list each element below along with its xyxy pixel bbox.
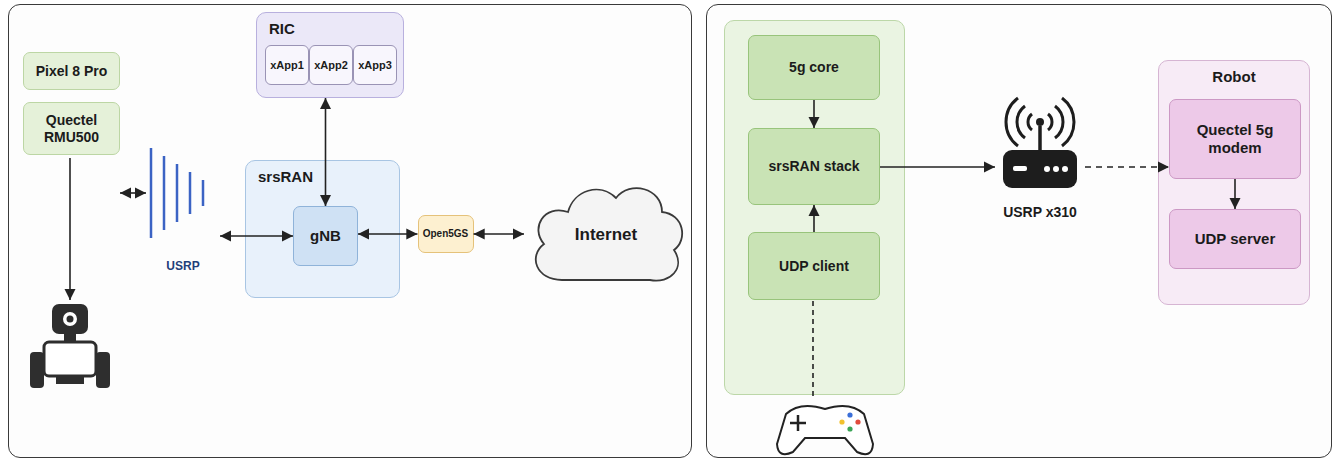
usrp-antenna: USRP (146, 140, 220, 275)
connector-arrow (813, 100, 815, 128)
gamepad-icon (777, 406, 873, 454)
connector-arrow (880, 166, 995, 168)
node-label: gNB (310, 227, 341, 245)
node-label: 5g core (789, 59, 839, 76)
node-label: Quectel 5g modem (1174, 121, 1296, 157)
connector-arrow (474, 233, 525, 235)
connector-arrow (220, 235, 293, 237)
usrp-router: USRP x310 (995, 82, 1085, 222)
xapp-box: xApp3 (353, 45, 397, 85)
node-label: srsRAN stack (768, 158, 859, 175)
node-label: Internet (575, 225, 637, 245)
node-label: xApp2 (314, 59, 348, 72)
router-icon (995, 82, 1085, 222)
ric-container: RIC xApp1 xApp2 xApp3 (256, 12, 404, 98)
xapp-box: xApp1 (265, 45, 309, 85)
node-label: xApp1 (270, 59, 304, 72)
node-label: RIC (269, 20, 391, 38)
connector-arrow (358, 233, 418, 235)
node-label: USRP x310 (1003, 204, 1077, 220)
xapp-box: xApp2 (309, 45, 353, 85)
core-box: Open5GS (418, 215, 474, 253)
internet-cloud: Internet (524, 176, 688, 294)
process-box: srsRAN stack (748, 128, 880, 205)
device-box: Pixel 8 Pro (23, 52, 120, 90)
node-label: srsRAN (258, 168, 387, 186)
gamepad-link (812, 301, 814, 400)
node-label: Quectel RMU500 (28, 112, 115, 146)
node-label: xApp3 (358, 59, 392, 72)
modem-box: Quectel 5g modem (1169, 99, 1301, 179)
connector-arrow (120, 192, 146, 194)
node-label: Pixel 8 Pro (36, 63, 108, 80)
node-label: UDP client (779, 258, 849, 275)
process-box: UDP server (1169, 209, 1301, 269)
connector-arrow (1085, 166, 1169, 168)
antenna-waves (146, 140, 220, 275)
robot-icon (30, 304, 110, 388)
process-box: UDP client (748, 232, 880, 300)
process-box: 5g core (748, 35, 880, 100)
srsran-container: srsRAN gNB (245, 160, 400, 298)
connector-arrow (1234, 179, 1236, 209)
node-label: UDP server (1195, 230, 1276, 248)
robot-container: RobotQuectel 5g modemUDP server (1158, 60, 1310, 305)
node-label: Robot (1171, 68, 1297, 86)
modem-box: Quectel RMU500 (23, 102, 120, 155)
gnb-box: gNB (293, 206, 358, 266)
connector-arrow (325, 98, 327, 206)
down-arrow (69, 158, 71, 300)
node-label: USRP (166, 259, 199, 273)
node-label: Open5GS (423, 228, 469, 240)
connector-arrow (813, 205, 815, 232)
